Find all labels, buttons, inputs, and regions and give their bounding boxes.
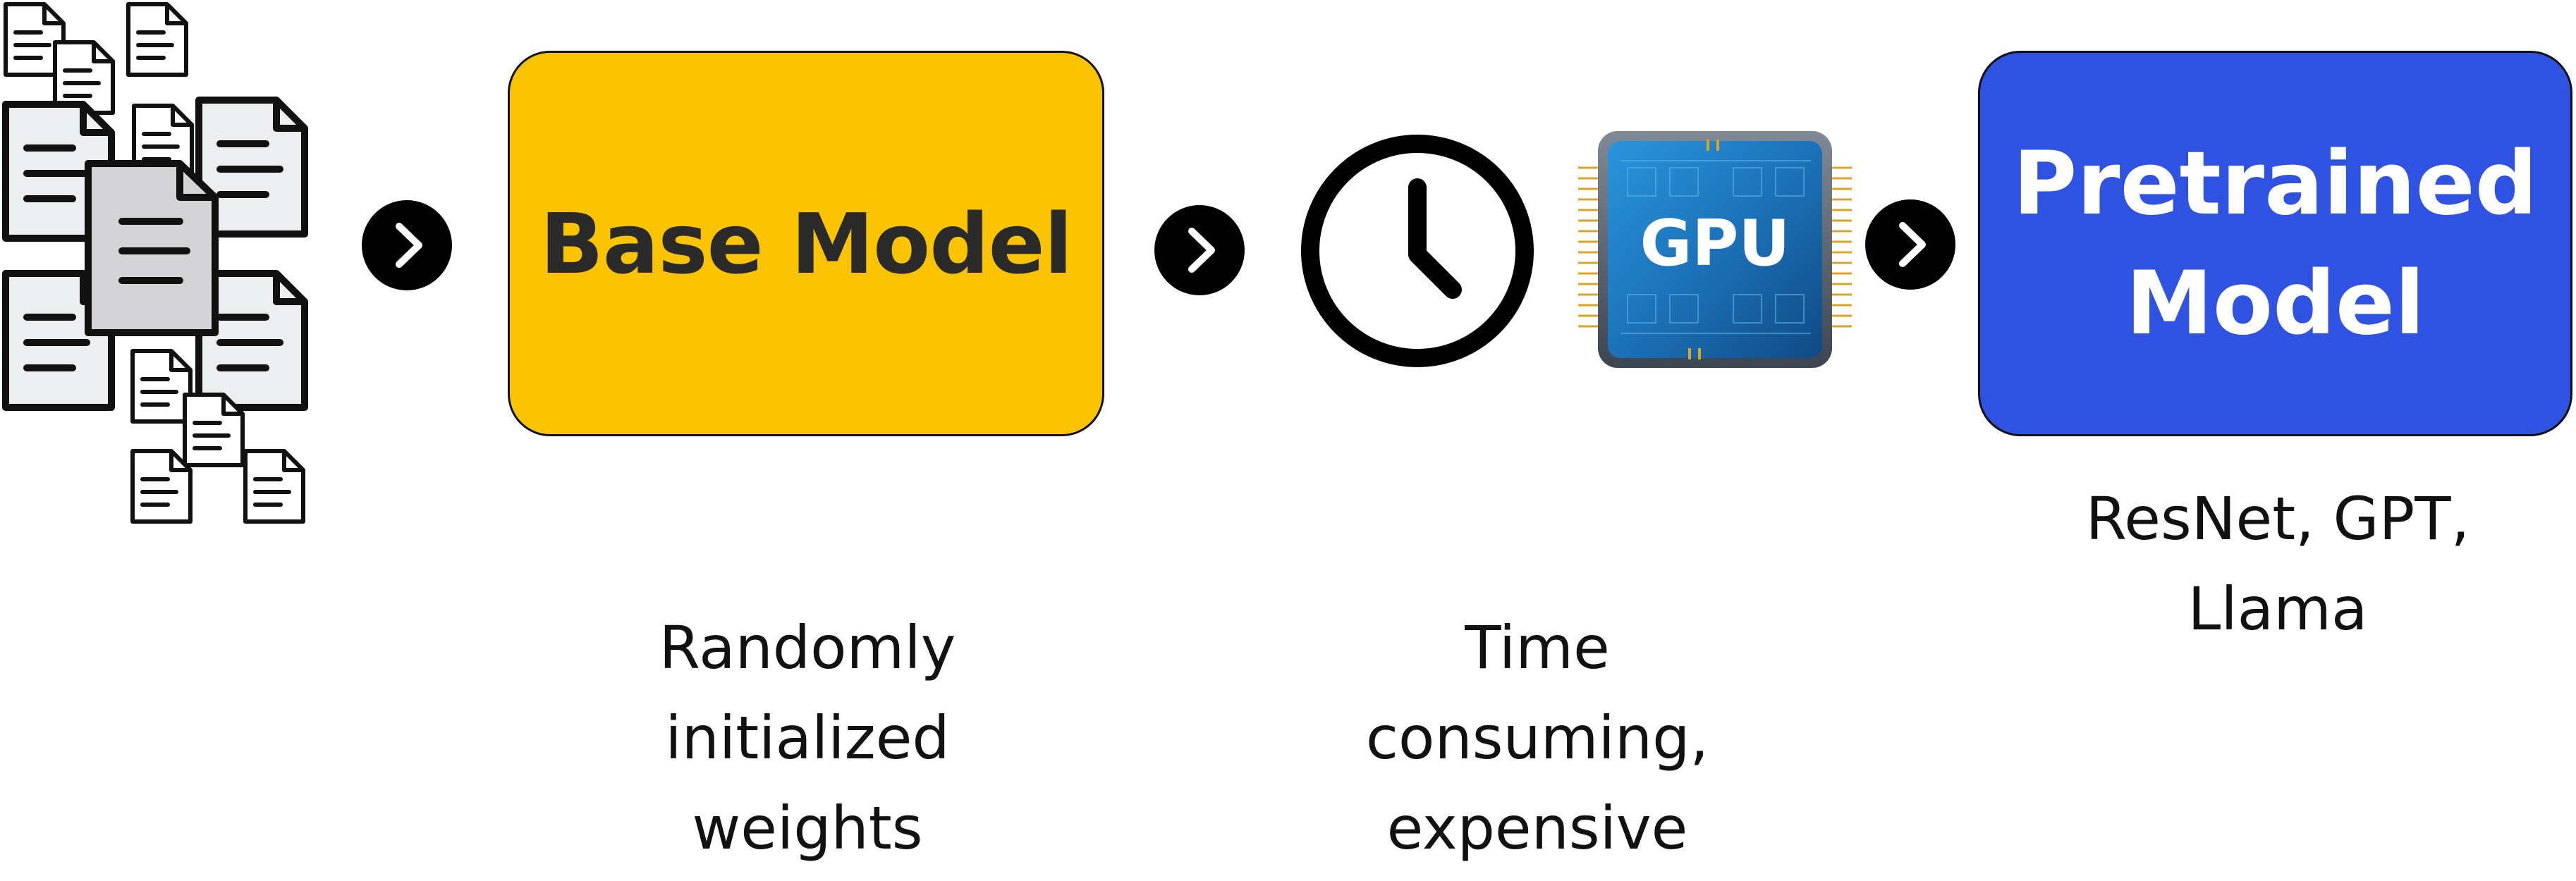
caption-line: Llama bbox=[2187, 574, 2368, 643]
gpu-chip-icon: GPU bbox=[1578, 125, 1852, 374]
caption-line: ResNet, GPT, bbox=[2085, 484, 2470, 553]
pretrained-model-box: Pretrained Model bbox=[1978, 51, 2572, 436]
chevron-right-circle-icon bbox=[361, 199, 453, 291]
training-caption: Time consuming, expensive bbox=[1283, 603, 1791, 873]
caption-line: weights bbox=[692, 794, 923, 863]
gpu-label: GPU bbox=[1640, 207, 1790, 281]
clock-icon bbox=[1298, 131, 1537, 371]
caption-line: consuming, bbox=[1365, 703, 1709, 772]
base-model-box: Base Model bbox=[508, 51, 1104, 436]
base-model-label: Base Model bbox=[539, 195, 1073, 292]
chevron-right-circle-icon bbox=[1864, 199, 1956, 290]
pretrained-model-label-line-2: Model bbox=[2125, 252, 2425, 355]
pretrained-model-caption: ResNet, GPT, Llama bbox=[2031, 474, 2525, 654]
caption-line: Randomly bbox=[659, 613, 956, 682]
chevron-right-circle-icon bbox=[1154, 204, 1245, 296]
documents-icon bbox=[0, 0, 310, 529]
base-model-caption: Randomly initialized weights bbox=[550, 603, 1065, 873]
caption-line: expensive bbox=[1386, 794, 1688, 863]
pretrained-model-label-line-1: Pretrained bbox=[2013, 133, 2538, 235]
caption-line: initialized bbox=[665, 703, 950, 772]
caption-line: Time bbox=[1465, 613, 1610, 682]
